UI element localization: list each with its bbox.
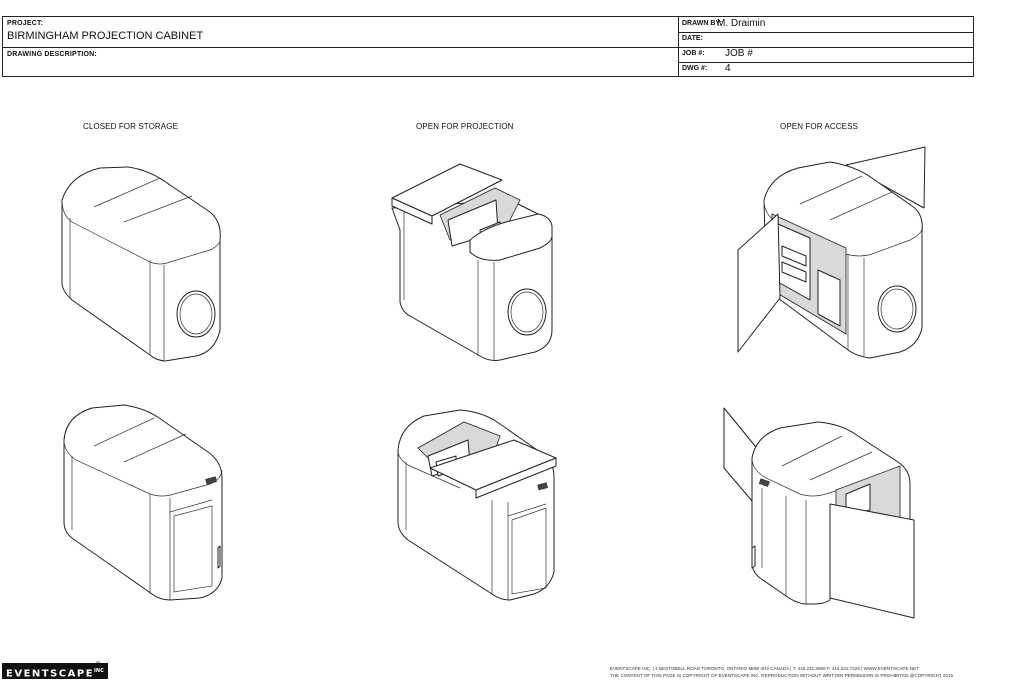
date-row: DATE:	[679, 32, 973, 48]
registered-mark: ®	[96, 662, 101, 668]
cabinet-closed-rear	[61, 166, 221, 362]
dwg-row: DWG #: 4	[679, 62, 973, 77]
title-block-project: PROJECT: BIRMINGHAM PROJECTION CABINET D…	[2, 16, 679, 77]
drawing-description-label: DRAWING DESCRIPTION:	[7, 51, 97, 58]
logo-suffix: INC	[94, 668, 104, 674]
drawn-by-value: M. Draimin	[717, 18, 766, 29]
cabinet-projection-front	[397, 409, 557, 601]
cabinet-closed-front	[63, 404, 223, 601]
footer-address: EVENTSCAPE INC. | 4 BESTOBELL ROAD TORON…	[610, 666, 919, 671]
date-label: DATE:	[682, 35, 703, 42]
job-row: JOB #: JOB #	[679, 47, 973, 63]
project-label: PROJECT:	[7, 20, 44, 27]
drawn-by-label: DRAWN BY:	[682, 20, 722, 27]
cabinet-access-front	[723, 407, 915, 619]
project-row: PROJECT: BIRMINGHAM PROJECTION CABINET	[3, 17, 678, 48]
project-name: BIRMINGHAM PROJECTION CABINET	[7, 30, 204, 42]
job-label: JOB #:	[682, 50, 705, 57]
job-value: JOB #	[725, 48, 753, 59]
title-block-meta: DRAWN BY: M. Draimin DATE: JOB #: JOB # …	[678, 16, 974, 77]
caption-closed: CLOSED FOR STORAGE	[83, 122, 179, 131]
drawn-by-row: DRAWN BY: M. Draimin	[679, 17, 973, 33]
cabinet-access-rear	[737, 146, 926, 359]
dwg-label: DWG #:	[682, 65, 708, 72]
eventscape-logo: EVENTSCAPEINC	[2, 663, 108, 679]
footer-copyright: THE CONTENT OF THIS PAGE IS COPYRIGHT OF…	[610, 673, 954, 678]
logo-text: EVENTSCAPE	[6, 668, 95, 680]
dwg-value: 4	[725, 63, 731, 74]
caption-projection: OPEN FOR PROJECTION	[416, 122, 514, 131]
cabinet-projection-rear	[391, 163, 553, 361]
caption-access: OPEN FOR ACCESS	[780, 122, 858, 131]
